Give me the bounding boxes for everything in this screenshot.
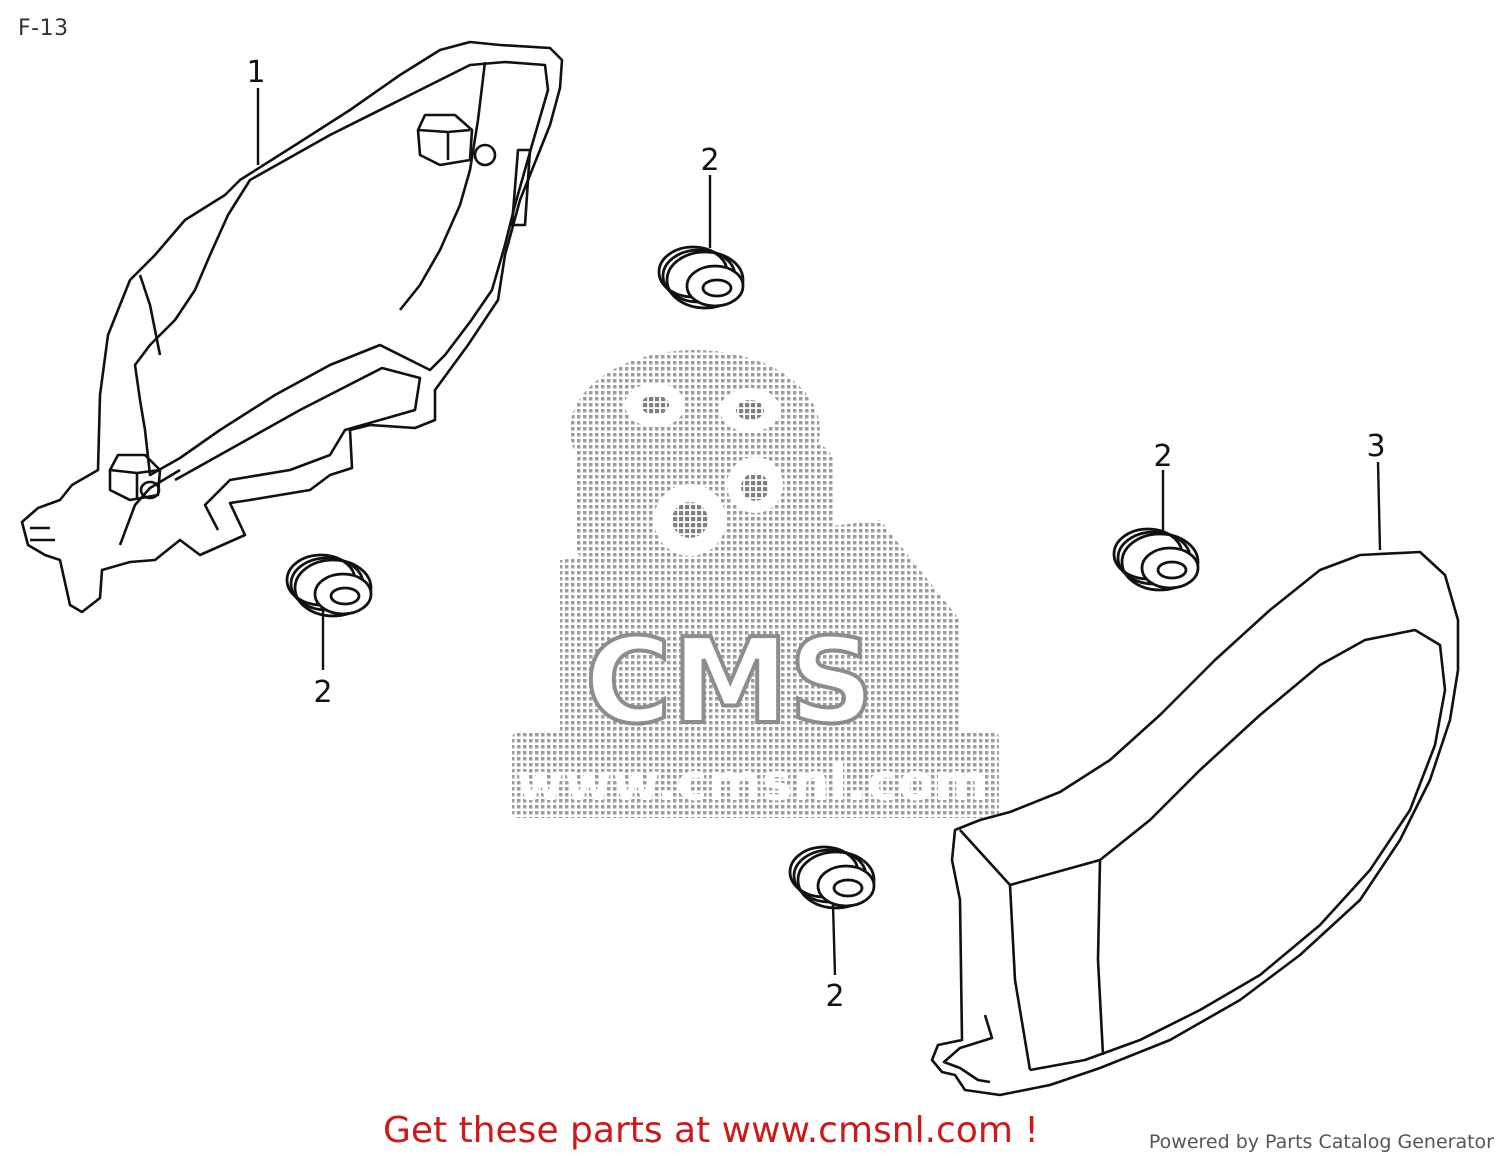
cms-mascot-watermark: CMS www.cmsnl.com (512, 350, 999, 818)
callout-part-3[interactable]: 3 (1366, 429, 1385, 464)
buy-parts-link[interactable]: Get these parts at www.cmsnl.com ! (383, 1110, 1039, 1151)
leader-lines (256, 88, 1382, 976)
watermark-brand: CMS (585, 612, 874, 750)
side-cover-left-part-1[interactable] (20, 40, 564, 614)
watermark-url: www.cmsnl.com (516, 753, 988, 813)
callout-part-2[interactable]: 2 (1153, 439, 1172, 474)
callout-part-2[interactable]: 2 (313, 675, 332, 710)
grommet-part-2[interactable] (788, 845, 876, 910)
powered-by-credit: Powered by Parts Catalog Generator (1148, 1131, 1494, 1153)
diagram-page-code: F-13 (18, 16, 69, 41)
side-cover-right-part-3[interactable] (930, 550, 1460, 1097)
callout-part-2[interactable]: 2 (700, 143, 719, 178)
callout-part-2[interactable]: 2 (825, 979, 844, 1014)
grommet-part-2[interactable] (285, 553, 373, 618)
callout-part-1[interactable]: 1 (246, 55, 265, 90)
grommet-part-2[interactable] (657, 245, 745, 310)
grommet-part-2[interactable] (1112, 527, 1200, 592)
